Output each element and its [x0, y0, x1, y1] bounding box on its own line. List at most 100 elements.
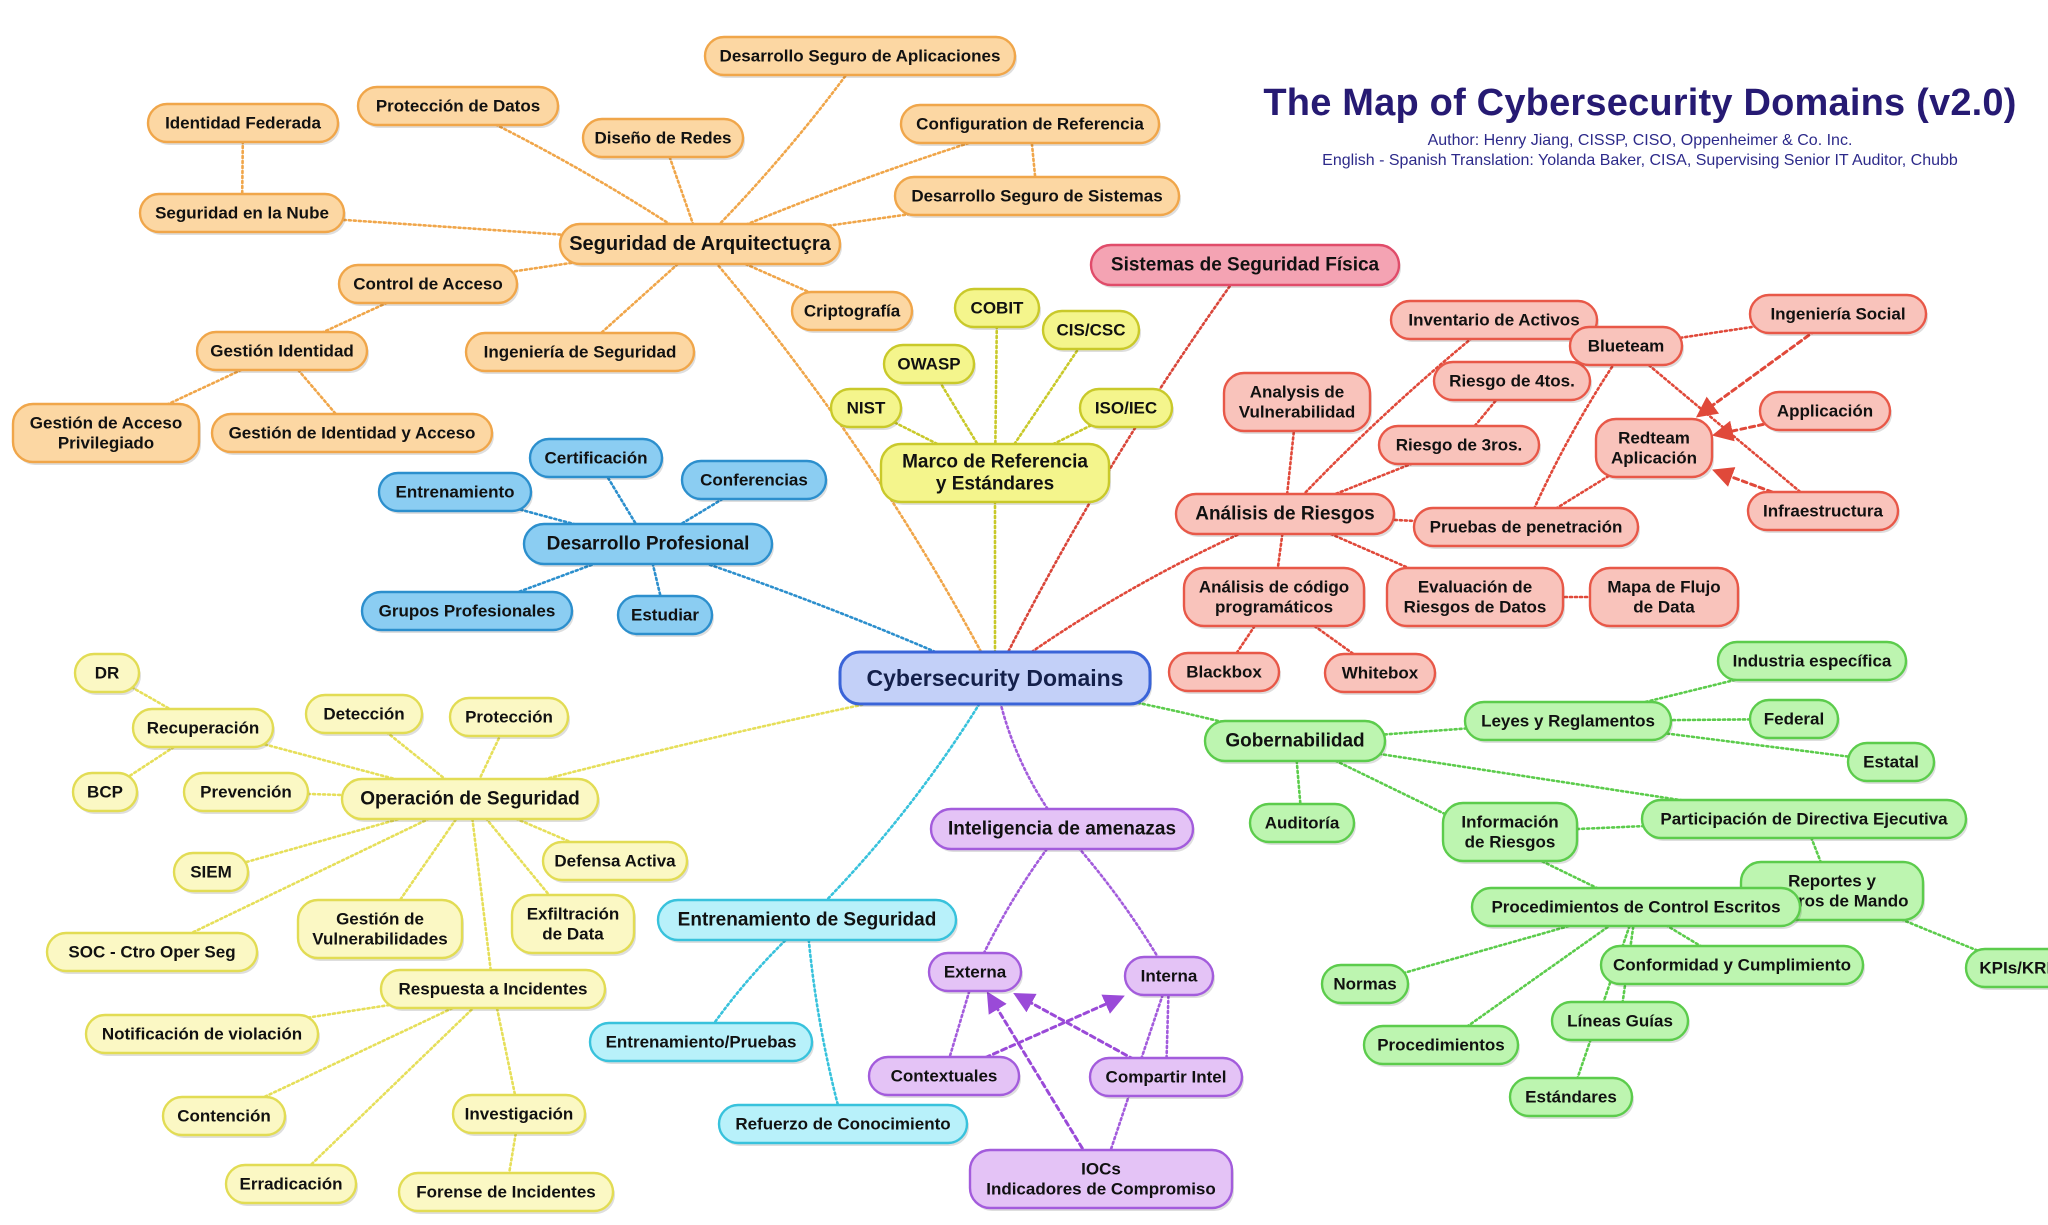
node-box [131, 707, 275, 749]
node-box [829, 387, 903, 429]
node-label: Riesgo de 3ros. [1396, 436, 1523, 455]
node-proteccion-datos: Protección de Datos [356, 85, 560, 128]
node-label: Gestión de [336, 909, 424, 928]
node-blackbox: Blackbox [1167, 651, 1281, 694]
node-interna: Interna [1123, 955, 1215, 998]
node-box [224, 1163, 358, 1205]
node-grupos-prof: Grupos Profesionales [360, 590, 574, 633]
node-box [838, 650, 1152, 706]
node-label: Conferencias [700, 471, 808, 490]
node-box [146, 102, 340, 144]
node-label: de Data [1633, 598, 1695, 617]
node-label: SOC - Ctro Oper Seg [68, 943, 235, 962]
connector-compartir-intel-to-externa [1013, 992, 1168, 1079]
node-label: Configuration de Referencia [916, 115, 1144, 134]
node-box [337, 263, 519, 305]
node-label: Vulnerabilidades [312, 930, 447, 949]
node-box [717, 1103, 969, 1145]
node-label: Indicadores de Compromiso [986, 1180, 1216, 1199]
node-label: Detección [323, 705, 404, 724]
node-label: Contextuales [891, 1067, 998, 1086]
node-box [73, 652, 141, 694]
node-ing-social: Ingeniería Social [1748, 293, 1928, 336]
node-box [1222, 371, 1372, 433]
node-auditoria: Auditoría [1248, 802, 1356, 845]
node-seguridad-nube: Seguridad en la Nube [138, 192, 346, 235]
node-box [882, 343, 976, 385]
node-estandares: Estándares [1508, 1076, 1634, 1119]
node-control-acceso: Control de Acceso [337, 263, 519, 306]
node-label: Riesgos de Datos [1404, 598, 1547, 617]
node-nist: NIST [829, 387, 903, 430]
node-label: Riesgo de 4tos. [1449, 372, 1575, 391]
node-label: Applicación [1777, 402, 1873, 421]
node-box [1432, 360, 1592, 402]
node-box [1174, 492, 1396, 536]
node-iso-iec: ISO/IEC [1078, 387, 1174, 430]
author-line: Author: Henry Jiang, CISSP, CISO, Oppenh… [1427, 132, 1853, 149]
node-label: Estudiar [631, 606, 699, 625]
node-analysis-vuln: Analysis de Vulnerabilidad [1222, 371, 1372, 434]
node-entrenamiento-seg: Entrenamiento de Seguridad [656, 898, 958, 943]
node-box [656, 898, 958, 942]
node-label: ISO/IEC [1095, 399, 1157, 418]
node-erradicacion: Erradicación [224, 1163, 358, 1206]
node-label: Refuerzo de Conocimiento [735, 1115, 950, 1134]
node-label: Análisis de Riesgos [1195, 504, 1375, 525]
node-box [1362, 1024, 1520, 1066]
node-box [680, 459, 828, 501]
node-label: Estatal [1863, 753, 1919, 772]
node-label: Reportes y [1788, 871, 1876, 890]
node-respuesta: Respuesta a Incidentes [379, 968, 607, 1011]
node-procedimientos: Procedimientos [1362, 1024, 1520, 1067]
node-box [581, 117, 745, 159]
node-label: Gestión de Acceso [30, 413, 182, 432]
node-externa: Externa [927, 951, 1023, 994]
node-label: NIST [847, 399, 886, 418]
node-label: IOCs [1081, 1159, 1121, 1178]
node-label: Erradicación [240, 1175, 343, 1194]
node-box [1182, 566, 1366, 628]
node-label: Contención [177, 1107, 271, 1126]
node-label: Ingeniería de Seguridad [484, 343, 677, 362]
node-label: y Estándares [936, 474, 1054, 495]
connector-riesgos-to-inventario [1283, 318, 1496, 516]
node-label: Grupos Profesionales [379, 602, 556, 621]
node-label: Vulnerabilidad [1239, 403, 1356, 422]
node-operacion: Operación de Seguridad [340, 777, 600, 822]
node-label: Gestión de Identidad y Acceso [229, 424, 476, 443]
node-refuerzo: Refuerzo de Conocimiento [717, 1103, 969, 1146]
node-box [1323, 652, 1437, 694]
node-box [182, 771, 310, 813]
node-soc: SOC - Ctro Oper Seg [45, 931, 259, 974]
node-label: Seguridad en la Nube [155, 204, 329, 223]
node-box [304, 693, 424, 735]
node-box [1412, 506, 1640, 548]
node-label: Conformidad y Cumplimiento [1613, 956, 1851, 975]
node-box [379, 968, 607, 1010]
node-label: Estándares [1525, 1088, 1617, 1107]
node-box [790, 290, 914, 332]
node-box [397, 1171, 615, 1213]
node-estudiar: Estudiar [616, 594, 714, 637]
node-box [1320, 963, 1410, 1005]
node-label: Blackbox [1186, 663, 1262, 682]
connector-root-to-fisica [993, 263, 1247, 680]
node-label: Analysis de [1250, 382, 1345, 401]
node-conformidad: Conformidad y Cumplimiento [1599, 944, 1865, 987]
node-box [360, 590, 574, 632]
node-box [172, 851, 250, 893]
node-label: DR [95, 664, 120, 683]
node-label: BCP [87, 783, 123, 802]
node-label: Infraestructura [1763, 502, 1884, 521]
node-box [968, 1148, 1234, 1210]
node-label: Respuesta a Incidentes [399, 980, 588, 999]
node-gestion-identidad: Gestión Identidad [195, 330, 369, 373]
node-inventario: Inventario de Activos [1389, 299, 1599, 342]
node-box [1568, 325, 1684, 367]
node-box [296, 898, 464, 960]
node-label: Whitebox [1342, 664, 1419, 683]
node-gestion-identidad-acceso: Gestión de Identidad y Acceso [210, 412, 494, 455]
node-label: Auditoría [1265, 814, 1340, 833]
